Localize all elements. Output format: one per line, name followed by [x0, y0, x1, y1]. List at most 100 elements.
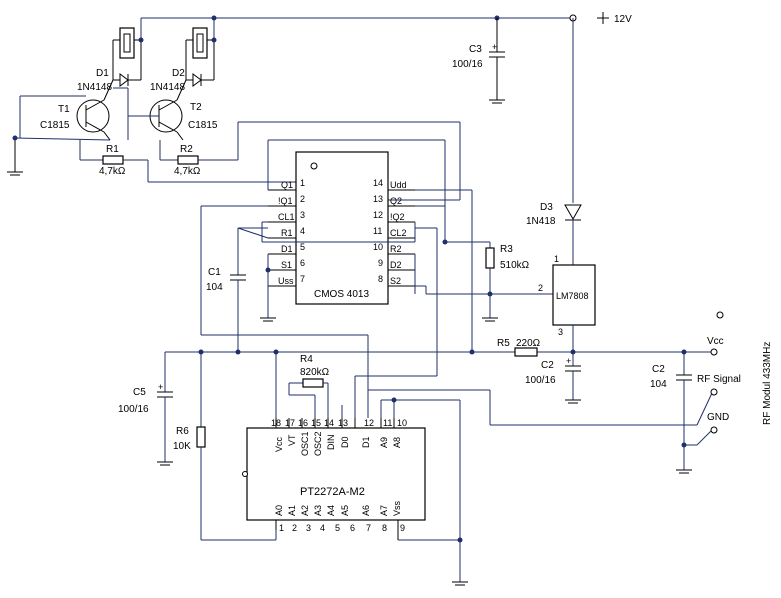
diode-d1: D1 1N4148 [77, 27, 144, 93]
cmos-num-1: 1 [300, 178, 305, 188]
c4-ref: C2 [541, 360, 554, 371]
cmos-pin-udd: Udd [390, 180, 407, 190]
cmos-num-10: 10 [373, 242, 383, 252]
cmos-num-14: 14 [373, 178, 383, 188]
decoder-num-1: 1 [279, 523, 284, 533]
regulator-name: LM7808 [556, 291, 589, 301]
decoder-num-10: 10 [397, 418, 407, 428]
capacitor-c2: C2 104 [650, 352, 713, 474]
decoder-num-7: 7 [366, 523, 371, 533]
decoder-num-3: 3 [306, 523, 311, 533]
resistor-r5: R5 220Ω [497, 338, 541, 357]
resistor-r4: R4 820kΩ [288, 354, 330, 418]
decoder-num-9: 9 [400, 523, 405, 533]
capacitor-c4: + C2 100/16 [525, 352, 581, 404]
diode-d2: D2 1N4148 [150, 27, 217, 93]
cmos-right-pins: Udd Q2 !Q2 CL2 R2 D2 S2 14 13 12 11 10 9… [373, 178, 415, 287]
decoder-num-11: 11 [383, 418, 392, 428]
c5-ref: C5 [133, 387, 146, 398]
d2-ref: D2 [172, 68, 185, 79]
decoder-pin-vcc: Vcc [274, 436, 284, 452]
decoder-num-6: 6 [350, 523, 355, 533]
decoder-num-2: 2 [292, 523, 297, 533]
d1-ref: D1 [96, 68, 109, 79]
resistor-r1: R1 4,7kΩ [79, 140, 296, 183]
cmos-num-8: 8 [378, 274, 383, 284]
ground-left [7, 135, 23, 176]
cmos-pin-nq1: !Q1 [278, 196, 293, 206]
cmos-pin-q1: Q1 [281, 180, 293, 190]
decoder-num-8: 8 [382, 523, 387, 533]
c1-value: 104 [206, 282, 223, 293]
svg-text:+: + [492, 42, 497, 52]
capacitor-c3: + C3 100/16 [452, 18, 505, 104]
t2-ref: T2 [190, 102, 202, 113]
cmos-pin-s1: S1 [281, 260, 292, 270]
cmos-num-7: 7 [300, 274, 305, 284]
decoder-pin-a2: A2 [300, 505, 310, 516]
cmos-pin-cl2: CL2 [390, 228, 407, 238]
c2-ref: C2 [652, 364, 665, 375]
t1-ref: T1 [58, 104, 70, 115]
r5-ref: R5 [497, 338, 510, 349]
decoder-num-5: 5 [335, 523, 340, 533]
r1-value: 4,7kΩ [99, 166, 126, 177]
rf-module: Vcc RF Signal GND RF Modul 433MHz [697, 311, 773, 434]
r5-value: 220Ω [516, 338, 541, 349]
regulator-pin1: 1 [554, 254, 559, 264]
rf-module-title: RF Modul 433MHz [762, 342, 773, 425]
r3-value: 510kΩ [500, 260, 530, 271]
cmos-num-11: 11 [373, 226, 382, 236]
decoder-pin-osc1: OSC1 [300, 431, 310, 456]
c1-ref: C1 [208, 267, 221, 278]
cmos-pin-r2: R2 [390, 244, 402, 254]
d3-part: 1N418 [526, 216, 556, 227]
decoder-num-18: 18 [271, 418, 281, 428]
decoder-num-14: 14 [324, 418, 334, 428]
cmos-num-3: 3 [300, 210, 305, 220]
decoder-name: PT2272A-M2 [300, 486, 365, 498]
d2-part: 1N4148 [150, 82, 185, 93]
decoder-num-4: 4 [320, 523, 325, 533]
decoder-pin-vt: VT [287, 434, 297, 446]
c3-ref: C3 [469, 44, 482, 55]
c2-value: 104 [650, 379, 667, 390]
d3-ref: D3 [540, 202, 553, 213]
vcc-bus [164, 349, 712, 418]
regulator-lm7808: LM7808 1 2 3 [538, 254, 596, 352]
capacitor-c1: C1 104 [206, 267, 246, 352]
decoder-pin-a0: A0 [274, 505, 284, 516]
r2-value: 4,7kΩ [174, 166, 201, 177]
r6-value: 10K [173, 441, 191, 452]
diode-d3: D3 1N418 [526, 18, 582, 265]
cmos-pin-s2: S2 [390, 276, 401, 286]
r4-ref: R4 [300, 354, 313, 365]
decoder-pin-a1: A1 [287, 505, 297, 516]
decoder-num-12: 12 [364, 418, 374, 428]
decoder-pin-d0: D0 [340, 436, 350, 448]
cmos-pin-d2: D2 [390, 260, 402, 270]
svg-text:+: + [158, 382, 163, 392]
r4-value: 820kΩ [300, 367, 330, 378]
supply-voltage-label: 12V [614, 14, 632, 25]
c5-value: 100/16 [118, 404, 149, 415]
r6-ref: R6 [176, 426, 189, 437]
cmos-num-12: 12 [373, 210, 383, 220]
c4-value: 100/16 [525, 375, 556, 386]
resistor-r3: R3 510kΩ [482, 242, 530, 322]
cmos-num-4: 4 [300, 226, 305, 236]
base-wiring [113, 87, 461, 201]
decoder-pin-d1: D1 [361, 436, 371, 448]
supply-rail: 12V [140, 12, 632, 40]
r2-ref: R2 [180, 144, 193, 155]
decoder-num-13: 13 [338, 418, 348, 428]
decoder-pin-a9: A9 [379, 437, 389, 448]
cmos-num-6: 6 [300, 258, 305, 268]
t1-part: C1815 [40, 120, 70, 131]
capacitor-c5: + C5 100/16 [118, 382, 173, 466]
cmos-num-2: 2 [300, 194, 305, 204]
cmos-left-pins: Q1 !Q1 CL1 R1 D1 S1 Uss 1 2 3 4 5 6 7 [268, 178, 305, 287]
regulator-pin2: 2 [538, 283, 543, 293]
cmos-num-5: 5 [300, 242, 305, 252]
